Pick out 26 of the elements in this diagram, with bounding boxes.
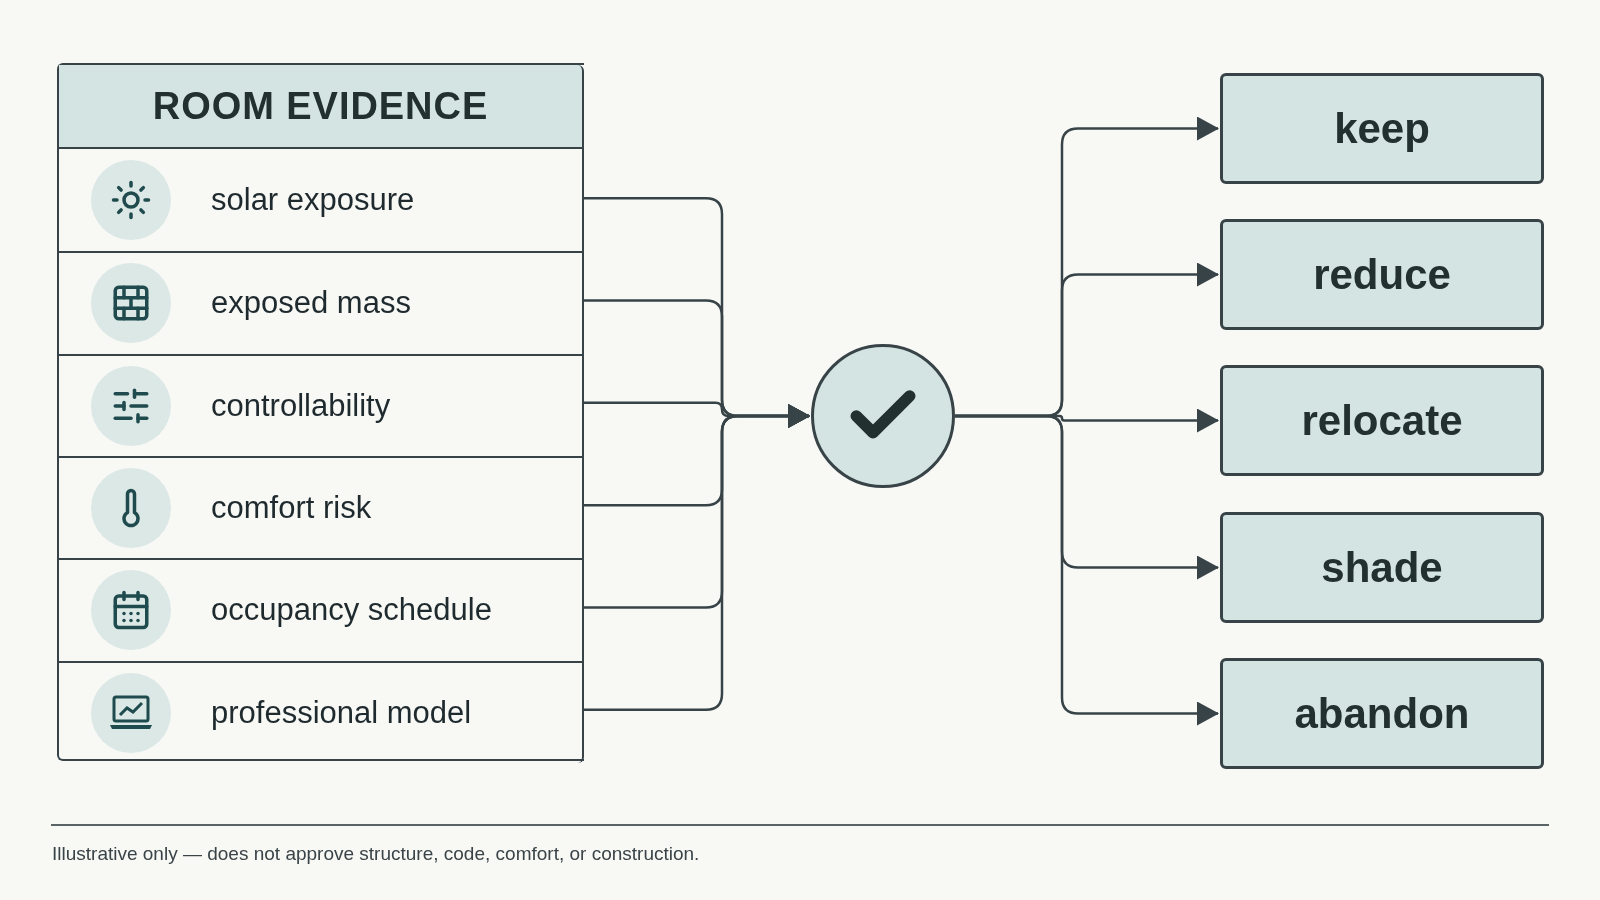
outcome-box (1220, 512, 1544, 623)
connector-arrow (584, 404, 810, 712)
evidence-row (59, 660, 584, 763)
evidence-row (59, 251, 584, 354)
outcome-box (1220, 219, 1544, 330)
panel-title: ROOM EVIDENCE (152, 83, 489, 129)
evidence-panel (57, 63, 584, 761)
row-label: professional model (211, 693, 472, 732)
outcome-label: shade (1321, 543, 1443, 593)
row-label: comfort risk (211, 488, 372, 527)
row-label: occupancy schedule (211, 591, 492, 630)
outcome-label: abandon (1294, 689, 1470, 739)
connector-arrow (955, 414, 1219, 726)
outcome-label: reduce (1313, 250, 1451, 300)
outcome-box (1220, 73, 1544, 184)
evidence-row (59, 353, 584, 456)
outcome-label: keep (1334, 104, 1430, 154)
footnote: Illustrative only — does not approve structure, code, comfort, or construction. (52, 842, 700, 866)
outcome-label: relocate (1301, 396, 1463, 446)
row-label: solar exposure (211, 180, 415, 219)
outcome-box (1220, 658, 1544, 769)
row-label: exposed mass (211, 284, 411, 323)
outcome-box (1220, 365, 1544, 476)
evidence-row (59, 558, 584, 661)
row-label: controllability (211, 386, 391, 425)
evidence-row (59, 456, 584, 559)
